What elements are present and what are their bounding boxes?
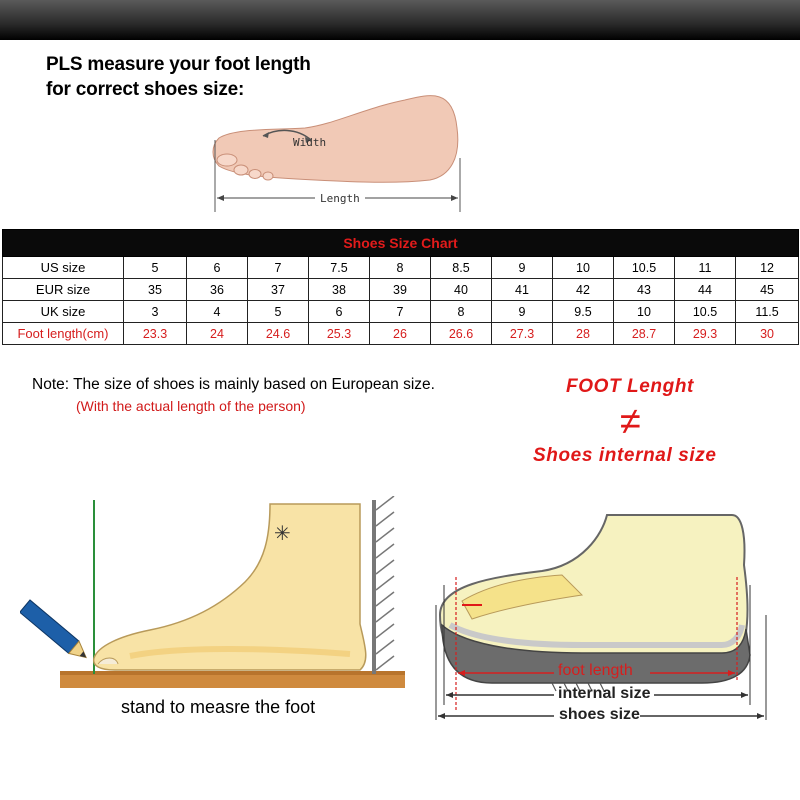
foot-measure-illustration: Width Length: [212, 95, 461, 212]
instruction-line-1: PLS measure your foot length: [46, 54, 311, 75]
size-chart-cell: 28.7: [613, 322, 675, 345]
size-chart-cell: 24.6: [247, 322, 309, 345]
size-chart-row-label: US size: [2, 256, 124, 279]
size-chart-cell: 24: [186, 322, 248, 345]
size-chart-cell: 35: [123, 278, 187, 301]
size-chart-cell: 4: [186, 300, 248, 323]
foot-length-label: foot length: [558, 662, 633, 679]
toe-2: [233, 164, 249, 176]
size-chart-row-label: Foot length(cm): [2, 322, 124, 345]
size-chart-cell: 39: [369, 278, 431, 301]
measure-caption: stand to measre the foot: [121, 697, 316, 717]
size-chart-cell: 5: [247, 300, 309, 323]
shoes-size-label: shoes size: [559, 706, 640, 723]
size-chart-header-row: Shoes Size Chart: [1, 229, 800, 257]
size-chart-cell: 7: [247, 256, 309, 279]
shoes-internal-size-heading: Shoes internal size: [533, 445, 717, 466]
wall-hatching: [375, 496, 395, 671]
pencil-icon: [20, 599, 87, 659]
size-chart-cell: 9.5: [552, 300, 614, 323]
foot-sole-shape: [212, 95, 459, 183]
size-chart-cell: 6: [186, 256, 248, 279]
internal-size-label: internal size: [558, 685, 651, 702]
note-text: Note: The size of shoes is mainly based …: [32, 376, 435, 393]
size-chart-cell: 10: [613, 300, 675, 323]
size-chart-cell: 40: [430, 278, 492, 301]
size-chart-cell: 25.3: [308, 322, 370, 345]
size-chart-row-label: UK size: [2, 300, 124, 323]
size-chart-cell: 10.5: [613, 256, 675, 279]
top-dark-bar: [0, 0, 800, 40]
size-chart-cell: 8: [369, 256, 431, 279]
shoe-sole: [441, 623, 751, 684]
size-chart-cell: 45: [734, 278, 800, 301]
shoe-cross-section-illustration: [435, 514, 767, 720]
size-chart-cell: 8.5: [430, 256, 492, 279]
foot-length-heading: FOOT Lenght: [566, 376, 694, 397]
toe-4: [262, 171, 274, 181]
note-subtext: (With the actual length of the person): [76, 398, 306, 414]
length-label: Length: [320, 192, 360, 205]
size-chart-cell: 11: [674, 256, 736, 279]
size-chart-cell: 6: [308, 300, 370, 323]
size-chart-cell: 26: [369, 322, 431, 345]
size-chart-cell: 26.6: [430, 322, 492, 345]
size-chart-cell: 9: [491, 256, 553, 279]
size-chart-cell: 9: [491, 300, 553, 323]
size-chart-cell: 23.3: [123, 322, 187, 345]
size-chart-cell: 3: [123, 300, 187, 323]
size-chart-title: Shoes Size Chart: [1, 229, 800, 257]
foot-side-shape: [92, 503, 367, 671]
measure-instruction: PLS measure your foot length for correct…: [46, 52, 311, 102]
size-chart-row-label: EUR size: [2, 278, 124, 301]
marker-star-icon: ✳: [274, 521, 291, 545]
size-chart-cell: 41: [491, 278, 553, 301]
size-chart-cell: 37: [247, 278, 309, 301]
size-chart-cell: 8: [430, 300, 492, 323]
size-chart-cell: 44: [674, 278, 736, 301]
width-label: Width: [293, 136, 326, 149]
floor-board: [60, 674, 405, 688]
toenail: [97, 657, 119, 665]
size-chart-cell: 10.5: [674, 300, 736, 323]
size-chart-cell: 7: [369, 300, 431, 323]
size-chart-cell: 42: [552, 278, 614, 301]
sole-tread: [551, 682, 605, 692]
foot-inside: [461, 574, 584, 620]
size-chart-cell: 29.3: [674, 322, 736, 345]
size-chart-cell: 7.5: [308, 256, 370, 279]
not-equal-symbol: ≠: [620, 401, 641, 443]
size-chart-cell: 30: [734, 322, 800, 345]
size-chart-cell: 10: [552, 256, 614, 279]
toe-3: [248, 169, 262, 179]
big-toe: [216, 153, 238, 167]
measure-foot-illustration: ✳: [20, 496, 405, 688]
size-chart-cell: 11.5: [734, 300, 800, 323]
size-chart-cell: 12: [734, 256, 800, 279]
size-chart-cell: 43: [613, 278, 675, 301]
size-chart-cell: 28: [552, 322, 614, 345]
size-chart-cell: 5: [123, 256, 187, 279]
size-chart-cell: 38: [308, 278, 370, 301]
size-chart-cell: 27.3: [491, 322, 553, 345]
instruction-line-2: for correct shoes size:: [46, 79, 245, 100]
size-chart-cell: 36: [186, 278, 248, 301]
wall: [372, 500, 376, 674]
